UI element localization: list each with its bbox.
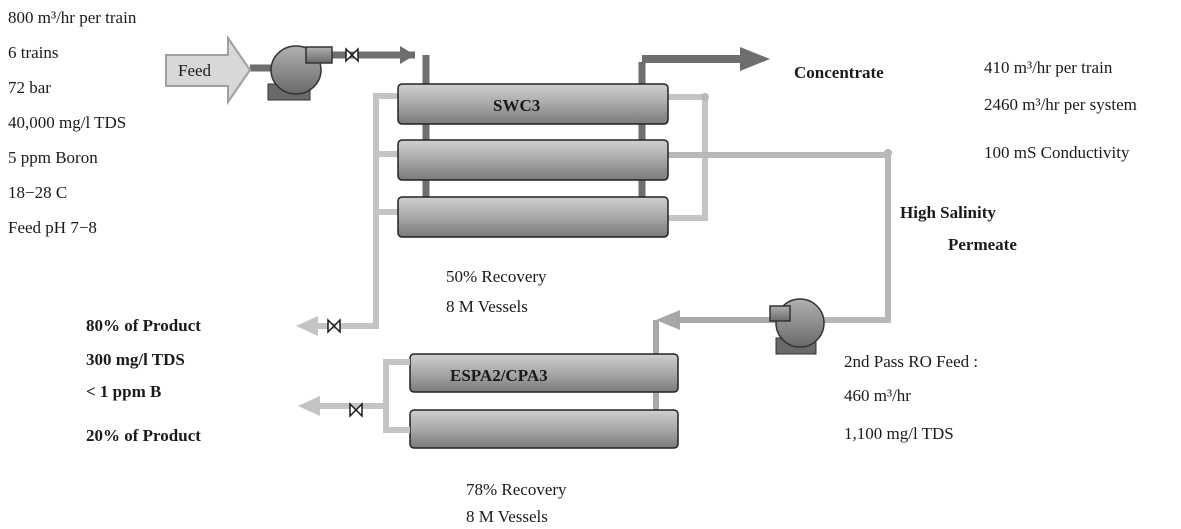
- feed-spec: 6 trains: [8, 43, 59, 62]
- first-pass-vessel-label: SWC3: [493, 96, 540, 115]
- concentrate-spec: 100 mS Conductivity: [984, 143, 1130, 162]
- feed-spec: 5 ppm Boron: [8, 148, 98, 167]
- product-arrow-2: [298, 396, 320, 416]
- second-pass-arrow-head: [656, 310, 680, 330]
- second-pass-vessels: ESPA2/CPA3: [409, 353, 679, 449]
- product-second-line: 20% of Product: [86, 426, 201, 445]
- second-pass-feed-spec: 2nd Pass RO Feed :: [844, 352, 979, 371]
- first-pass-vessels-count: 8 M Vessels: [446, 297, 528, 316]
- concentrate-arrow: [642, 47, 770, 71]
- feed-spec: 72 bar: [8, 78, 51, 97]
- product-arrow-1: [296, 316, 318, 336]
- concentrate-spec: 410 m³/hr per train: [984, 58, 1113, 77]
- first-pass-vessels: SWC3: [397, 83, 669, 238]
- second-pass-feed-spec: 1,100 mg/l TDS: [844, 424, 954, 443]
- high-pressure-pump: [267, 45, 333, 101]
- concentrate-label: Concentrate: [794, 63, 884, 82]
- first-pass-recovery: 50% Recovery: [446, 267, 547, 286]
- concentrate-spec: 2460 m³/hr per system: [984, 95, 1137, 114]
- second-pass-recovery: 78% Recovery: [466, 480, 567, 499]
- product-line: < 1 ppm B: [86, 382, 162, 401]
- feed-spec: Feed pH 7−8: [8, 218, 97, 237]
- feed-spec: 40,000 mg/l TDS: [8, 113, 127, 132]
- product-valve-icon: [327, 318, 363, 418]
- second-pass-feed-spec: 460 m³/hr: [844, 386, 911, 405]
- feed-arrow-head: [400, 46, 415, 64]
- feed-spec: 800 m³/hr per train: [8, 8, 137, 27]
- high-salinity-label: High Salinity: [900, 203, 996, 222]
- feed-valve-icon: [345, 47, 359, 63]
- product-line: 80% of Product: [86, 316, 201, 335]
- second-pass-vessel-label: ESPA2/CPA3: [450, 366, 548, 385]
- second-pass-vessels-count: 8 M Vessels: [466, 507, 548, 526]
- product-pipes-pass2: [318, 359, 410, 433]
- product-line: 300 mg/l TDS: [86, 350, 185, 369]
- second-pass-pump: [769, 298, 825, 355]
- feed-arrow: Feed: [165, 34, 252, 106]
- high-salinity-permeate-pipe: [668, 93, 892, 323]
- feed-label: Feed: [178, 61, 212, 80]
- feed-spec: 18−28 C: [8, 183, 68, 202]
- permeate-label: Permeate: [948, 235, 1017, 254]
